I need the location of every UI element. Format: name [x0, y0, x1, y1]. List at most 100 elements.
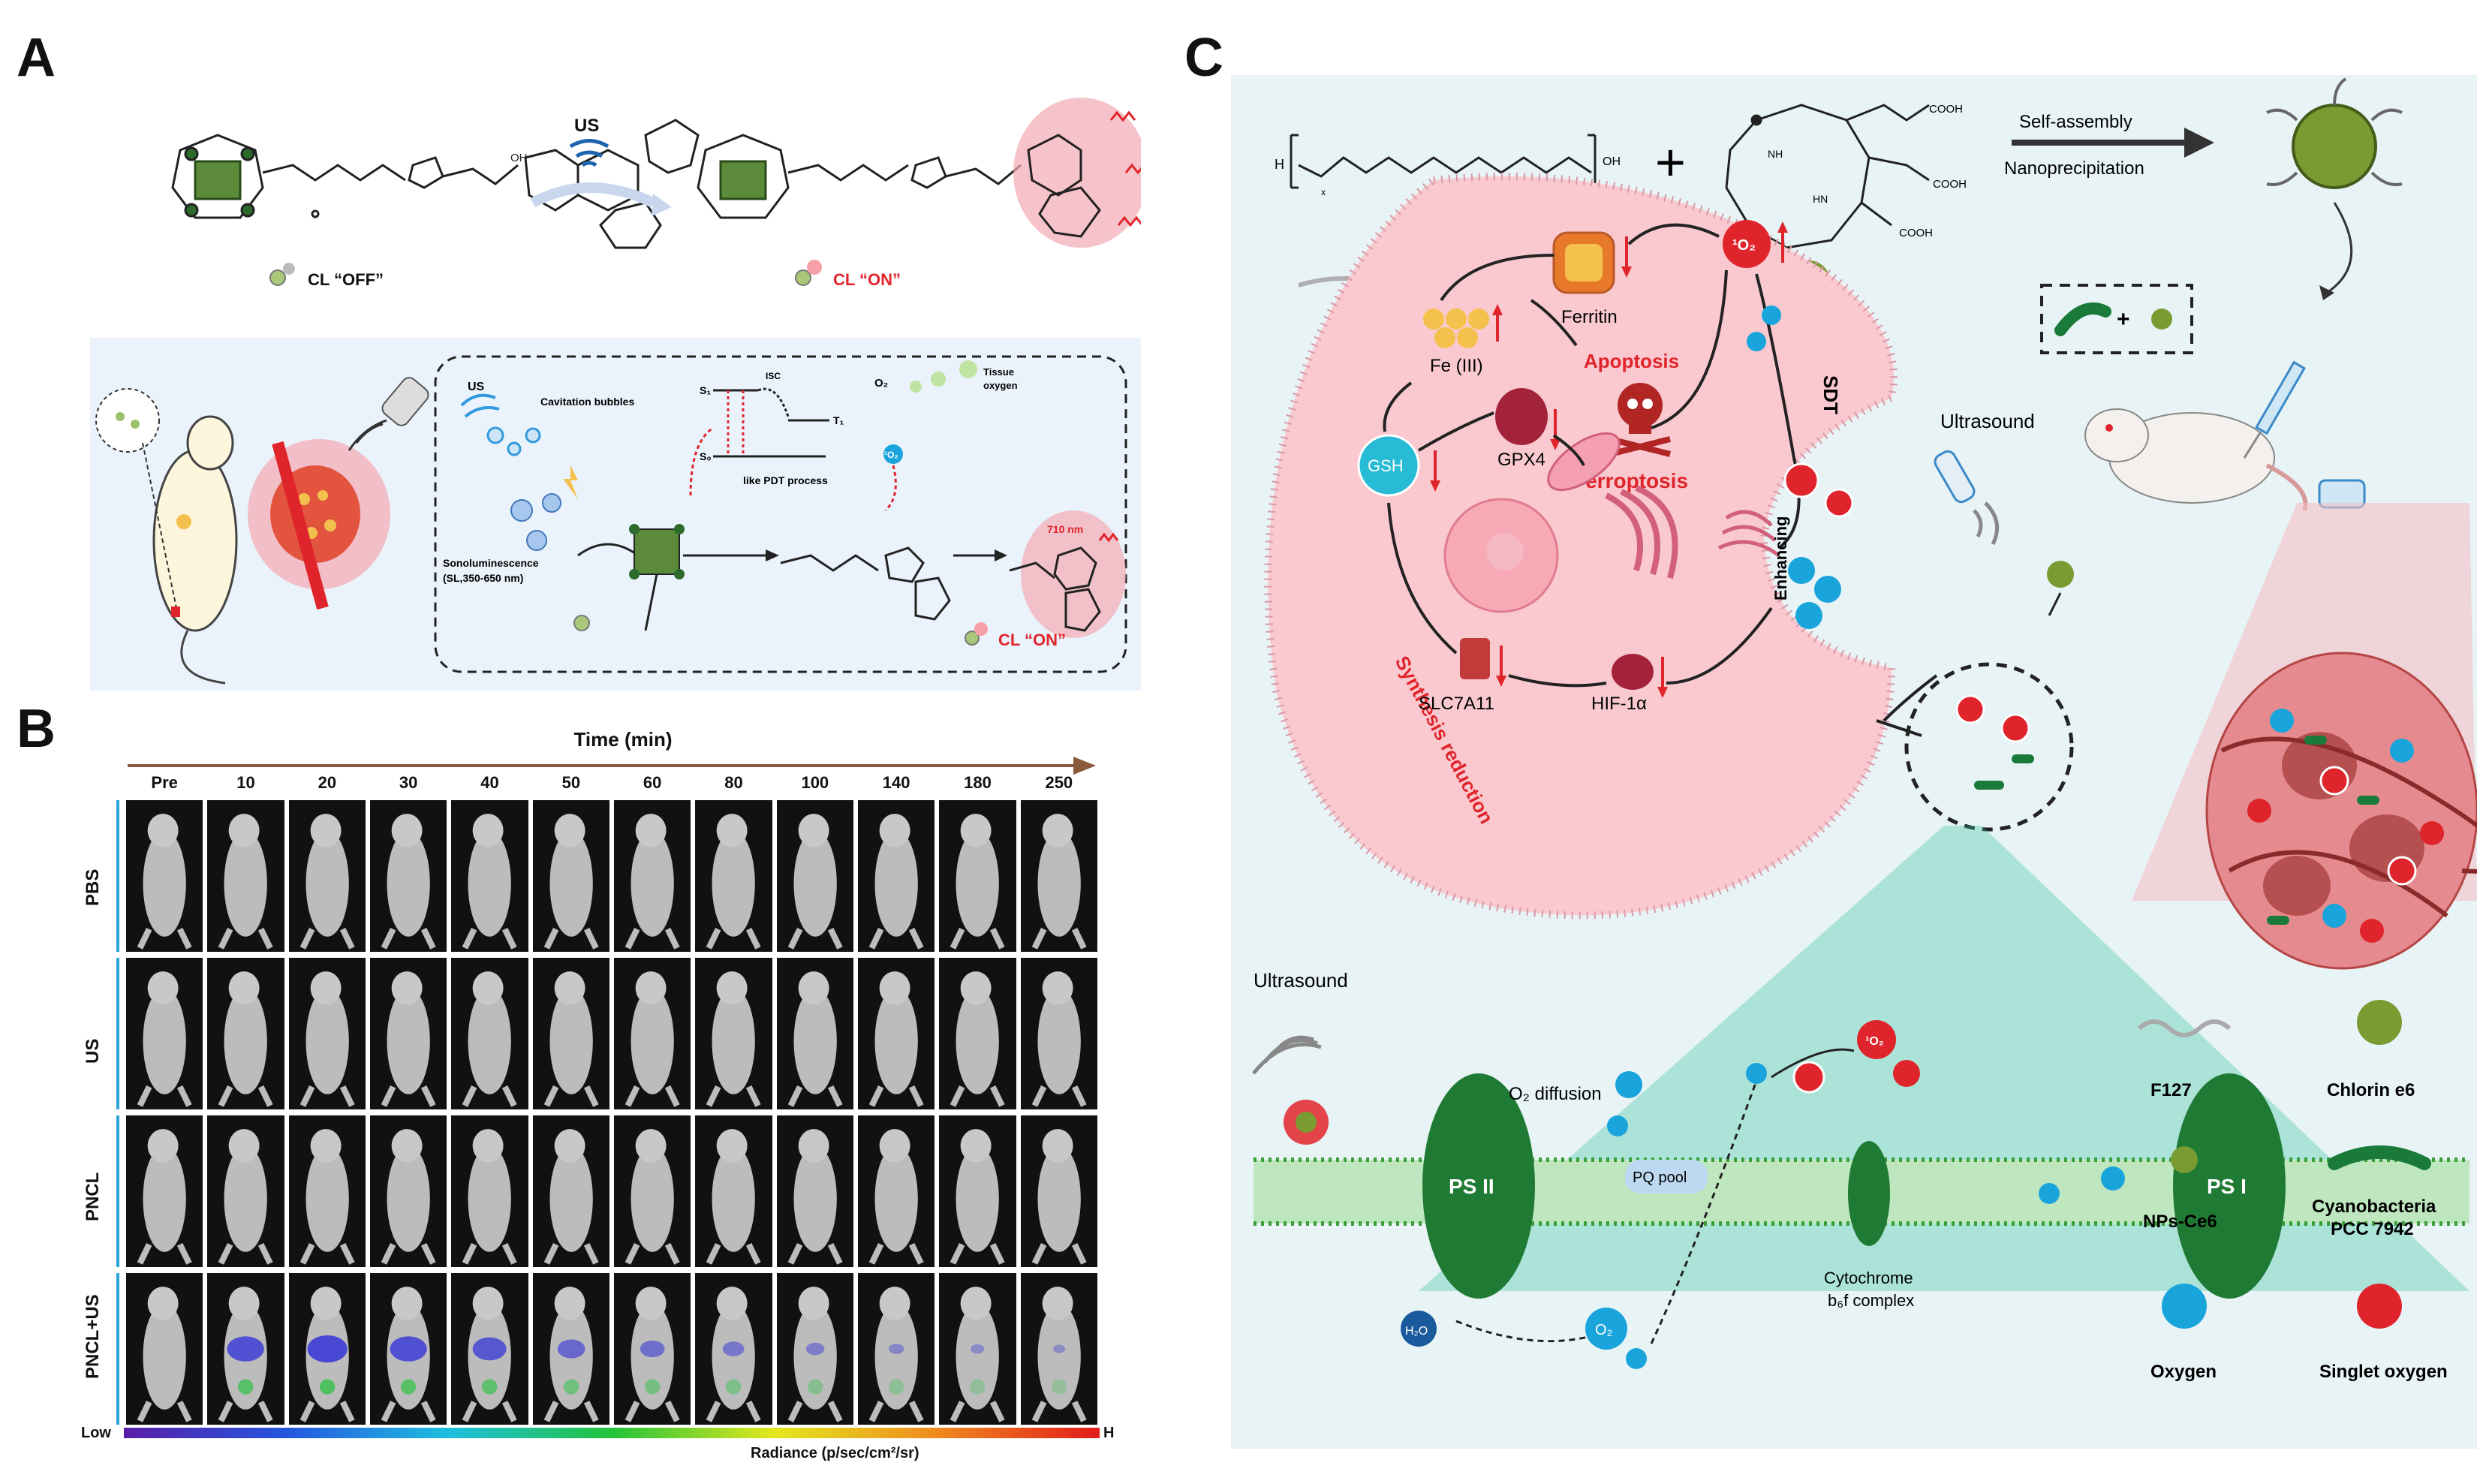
group-marker — [116, 1273, 119, 1425]
legend-chlorin-icon — [2357, 1000, 2402, 1045]
legend-f127-label: F127 — [2150, 1080, 2192, 1100]
tissue-o2-icon — [910, 381, 922, 393]
svg-text:+: + — [2117, 307, 2130, 332]
cytochrome-label-1: Cytochrome — [1824, 1269, 1913, 1287]
arrow-sl-to-ps — [577, 543, 639, 557]
mouse-image — [1020, 800, 1097, 952]
mouse-image — [939, 958, 1016, 1109]
cell-body — [1264, 173, 1898, 920]
ultrasound-bottom-label: Ultrasound — [1254, 969, 1348, 992]
timepoint-label: 60 — [643, 773, 662, 792]
svg-text:NH: NH — [1768, 148, 1783, 160]
t1-label: T₁ — [833, 414, 844, 426]
mouse-image — [614, 958, 691, 1109]
o2-label: O₂ — [874, 377, 888, 390]
h2o-label: H₂O — [1405, 1325, 1428, 1338]
mouse-image — [614, 1115, 691, 1267]
scheme-us-label: US — [468, 381, 485, 393]
mouse-image — [288, 958, 366, 1109]
molecule-off — [171, 119, 700, 249]
mouse-image — [288, 1115, 366, 1267]
mouse-image — [695, 1273, 772, 1425]
bubble-icon — [486, 426, 504, 444]
cl-on-label: CL “ON” — [833, 270, 901, 289]
mouse-image — [614, 800, 691, 952]
legend-oxygen-icon — [2162, 1284, 2207, 1329]
fe3-icon — [1423, 309, 1489, 348]
s1-label: S₁ — [700, 384, 711, 396]
timepoint-label: 20 — [318, 773, 337, 792]
svg-text:COOH: COOH — [1933, 178, 1967, 191]
mouse-imaging-grid — [124, 797, 1100, 1428]
svg-text:OH: OH — [1603, 155, 1621, 168]
tumor-illustration — [248, 439, 390, 610]
mouse-image — [939, 1115, 1016, 1267]
sonoluminescence-icon — [510, 493, 561, 551]
cl-off-label: CL “OFF” — [308, 270, 384, 289]
timepoint-label: 140 — [882, 773, 910, 792]
mouse-illustration — [95, 388, 238, 685]
hif-label: HIF-1α — [1591, 694, 1647, 714]
mouse-image — [939, 800, 1016, 952]
o2-bottom-icon — [1585, 1308, 1627, 1350]
svg-text:¹O₂: ¹O₂ — [1865, 1035, 1884, 1048]
pq-pool-icon — [1625, 1160, 1708, 1194]
scheme-cl-on-label: CL “ON” — [998, 631, 1066, 649]
golgi-icon — [1605, 485, 1678, 579]
skull-icon — [1609, 383, 1671, 457]
pq-pool-label: PQ pool — [1633, 1169, 1687, 1186]
group-marker — [116, 958, 119, 1109]
hif-icon — [1612, 654, 1654, 690]
mouse-image — [695, 800, 772, 952]
scale-low-label: Low — [81, 1425, 111, 1441]
mouse-image — [614, 1273, 691, 1425]
timepoint-label: 50 — [561, 773, 581, 792]
mouse-image — [532, 958, 609, 1109]
timepoint-label: 80 — [724, 773, 743, 792]
ultrasound-bottom-waves — [1252, 1035, 1322, 1075]
s0-label: S₀ — [700, 450, 712, 462]
mouse-image — [1020, 1273, 1097, 1425]
mouse-image — [776, 800, 853, 952]
mouse-image — [451, 1115, 528, 1267]
mouse-image — [532, 1115, 609, 1267]
svg-text:COOH: COOH — [1899, 227, 1933, 239]
mouse-image — [776, 1115, 853, 1267]
product-molecule — [1009, 546, 1101, 632]
timepoint-label: 10 — [236, 773, 255, 792]
svg-text:¹O₂: ¹O₂ — [1732, 237, 1756, 254]
singlet-o2-bottom-icon — [1857, 1020, 1896, 1059]
h2o-icon — [1401, 1311, 1437, 1347]
er-icon — [1717, 510, 1780, 558]
mouse-image — [1020, 958, 1097, 1109]
mouse-image — [776, 1273, 853, 1425]
panel-c-diagram: H OH x y z + NH HN COOH COOH COOH Self-a… — [1231, 75, 2477, 1449]
off-indicator-icon — [269, 269, 286, 286]
sdt-label: SDT — [1819, 375, 1842, 414]
group-label: PBS — [83, 868, 103, 906]
mouse-injection-illustration — [2084, 360, 2366, 511]
group-marker — [116, 800, 119, 952]
on-indicator-icon — [795, 269, 811, 286]
legend-cyano-label-1: Cyanobacteria — [2312, 1197, 2436, 1217]
self-assembly-label: Self-assembly — [2019, 112, 2132, 132]
on-light-icon — [807, 260, 822, 275]
mouse-image — [451, 800, 528, 952]
apoptosis-label: Apoptosis — [1584, 350, 1679, 372]
mouse-image — [695, 958, 772, 1109]
radiance-scale-bar — [124, 1428, 1100, 1438]
mouse-image — [695, 1115, 772, 1267]
mouse-image — [858, 1115, 935, 1267]
svg-text:¹O₂: ¹O₂ — [884, 450, 898, 460]
isc-label: ISC — [766, 371, 781, 381]
cytochrome-complex — [1848, 1141, 1890, 1246]
mouse-image — [370, 1273, 447, 1425]
photosensitizer-molecule — [573, 524, 685, 631]
cavitation-label: Cavitation bubbles — [540, 396, 634, 408]
mitochondria-icon — [1547, 432, 1621, 492]
plus-sign: + — [1655, 133, 1686, 191]
nanoprecipitation-label: Nanoprecipitation — [2004, 158, 2144, 179]
ultrasound-top-label: Ultrasound — [1940, 410, 2035, 432]
gpx4-icon — [1495, 388, 1548, 445]
